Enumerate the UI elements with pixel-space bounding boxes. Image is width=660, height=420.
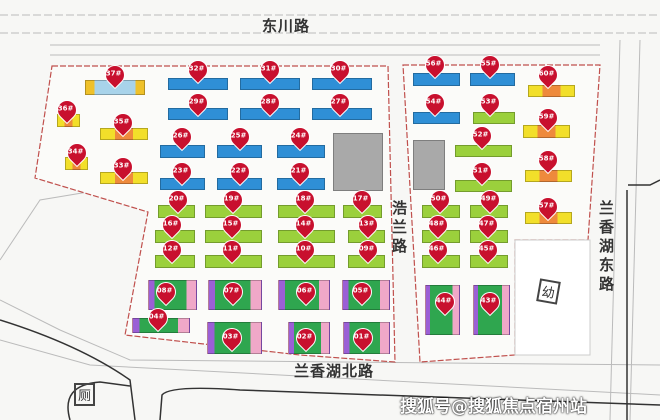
building-number-label: 25# bbox=[230, 131, 247, 140]
building-number-label: 06# bbox=[296, 286, 313, 295]
building-number-label: 46# bbox=[428, 244, 445, 253]
building-number-label: 28# bbox=[260, 97, 277, 106]
road-label-middle: 浩兰路 bbox=[390, 200, 408, 257]
building-number-label: 49# bbox=[480, 194, 497, 203]
building-number-label: 30# bbox=[330, 64, 347, 73]
building-number-label: 33# bbox=[113, 161, 130, 170]
building-number-label: 29# bbox=[188, 97, 205, 106]
building-number-label: 11# bbox=[222, 244, 239, 253]
building-number-label: 53# bbox=[480, 97, 497, 106]
building-number-label: 04# bbox=[148, 312, 165, 321]
watermark: 搜狐号@搜狐焦点宿州站 bbox=[400, 397, 587, 417]
building-number-label: 16# bbox=[162, 219, 179, 228]
building-number-label: 48# bbox=[428, 219, 445, 228]
building-number-label: 14# bbox=[295, 219, 312, 228]
toilet-marker: 厕 bbox=[74, 383, 96, 406]
building-number-label: 56# bbox=[425, 59, 442, 68]
building-number-label: 54# bbox=[425, 97, 442, 106]
building-number-label: 27# bbox=[330, 97, 347, 106]
building-number-label: 59# bbox=[538, 112, 555, 121]
road-label-east: 兰香湖东路 bbox=[597, 200, 615, 295]
building-number-label: 58# bbox=[538, 154, 555, 163]
building-number-label: 17# bbox=[352, 194, 369, 203]
building-number-label: 22# bbox=[230, 166, 247, 175]
building-number-label: 21# bbox=[290, 166, 307, 175]
building-number-label: 18# bbox=[295, 194, 312, 203]
building-number-label: 15# bbox=[222, 219, 239, 228]
building-number-label: 23# bbox=[172, 166, 189, 175]
clubhouse-building bbox=[333, 133, 383, 191]
building-number-label: 09# bbox=[358, 244, 375, 253]
building-number-label: 19# bbox=[223, 194, 240, 203]
building-number-label: 50# bbox=[430, 194, 447, 203]
building-number-label: 51# bbox=[472, 166, 489, 175]
building-block bbox=[288, 322, 330, 354]
building-number-label: 32# bbox=[188, 64, 205, 73]
building-number-label: 07# bbox=[223, 286, 240, 295]
building-number-label: 47# bbox=[478, 219, 495, 228]
commercial-building bbox=[413, 140, 445, 190]
building-number-label: 43# bbox=[480, 296, 497, 305]
building-number-label: 60# bbox=[538, 69, 555, 78]
building-number-label: 20# bbox=[168, 194, 185, 203]
building-number-label: 55# bbox=[480, 59, 497, 68]
building-number-label: 31# bbox=[260, 64, 277, 73]
building-number-label: 05# bbox=[352, 286, 369, 295]
kindergarten-marker: 幼 bbox=[536, 278, 561, 305]
building-block bbox=[528, 85, 575, 97]
building-number-label: 26# bbox=[172, 131, 189, 140]
building-number-label: 13# bbox=[358, 219, 375, 228]
building-number-label: 08# bbox=[156, 286, 173, 295]
building-number-label: 12# bbox=[162, 244, 179, 253]
building-number-label: 10# bbox=[295, 244, 312, 253]
building-number-label: 01# bbox=[353, 332, 370, 341]
building-number-label: 44# bbox=[435, 296, 452, 305]
road-label-north: 东川路 bbox=[262, 17, 311, 35]
building-number-label: 02# bbox=[296, 332, 313, 341]
building-number-label: 45# bbox=[478, 244, 495, 253]
building-number-label: 52# bbox=[472, 130, 489, 139]
building-number-label: 35# bbox=[113, 117, 130, 126]
road-label-south: 兰香湖北路 bbox=[294, 362, 375, 380]
building-block bbox=[473, 112, 515, 124]
building-number-label: 34# bbox=[67, 147, 84, 156]
building-number-label: 57# bbox=[538, 201, 555, 210]
building-number-label: 03# bbox=[222, 332, 239, 341]
building-number-label: 36# bbox=[57, 104, 74, 113]
building-number-label: 37# bbox=[105, 69, 122, 78]
building-number-label: 24# bbox=[290, 131, 307, 140]
